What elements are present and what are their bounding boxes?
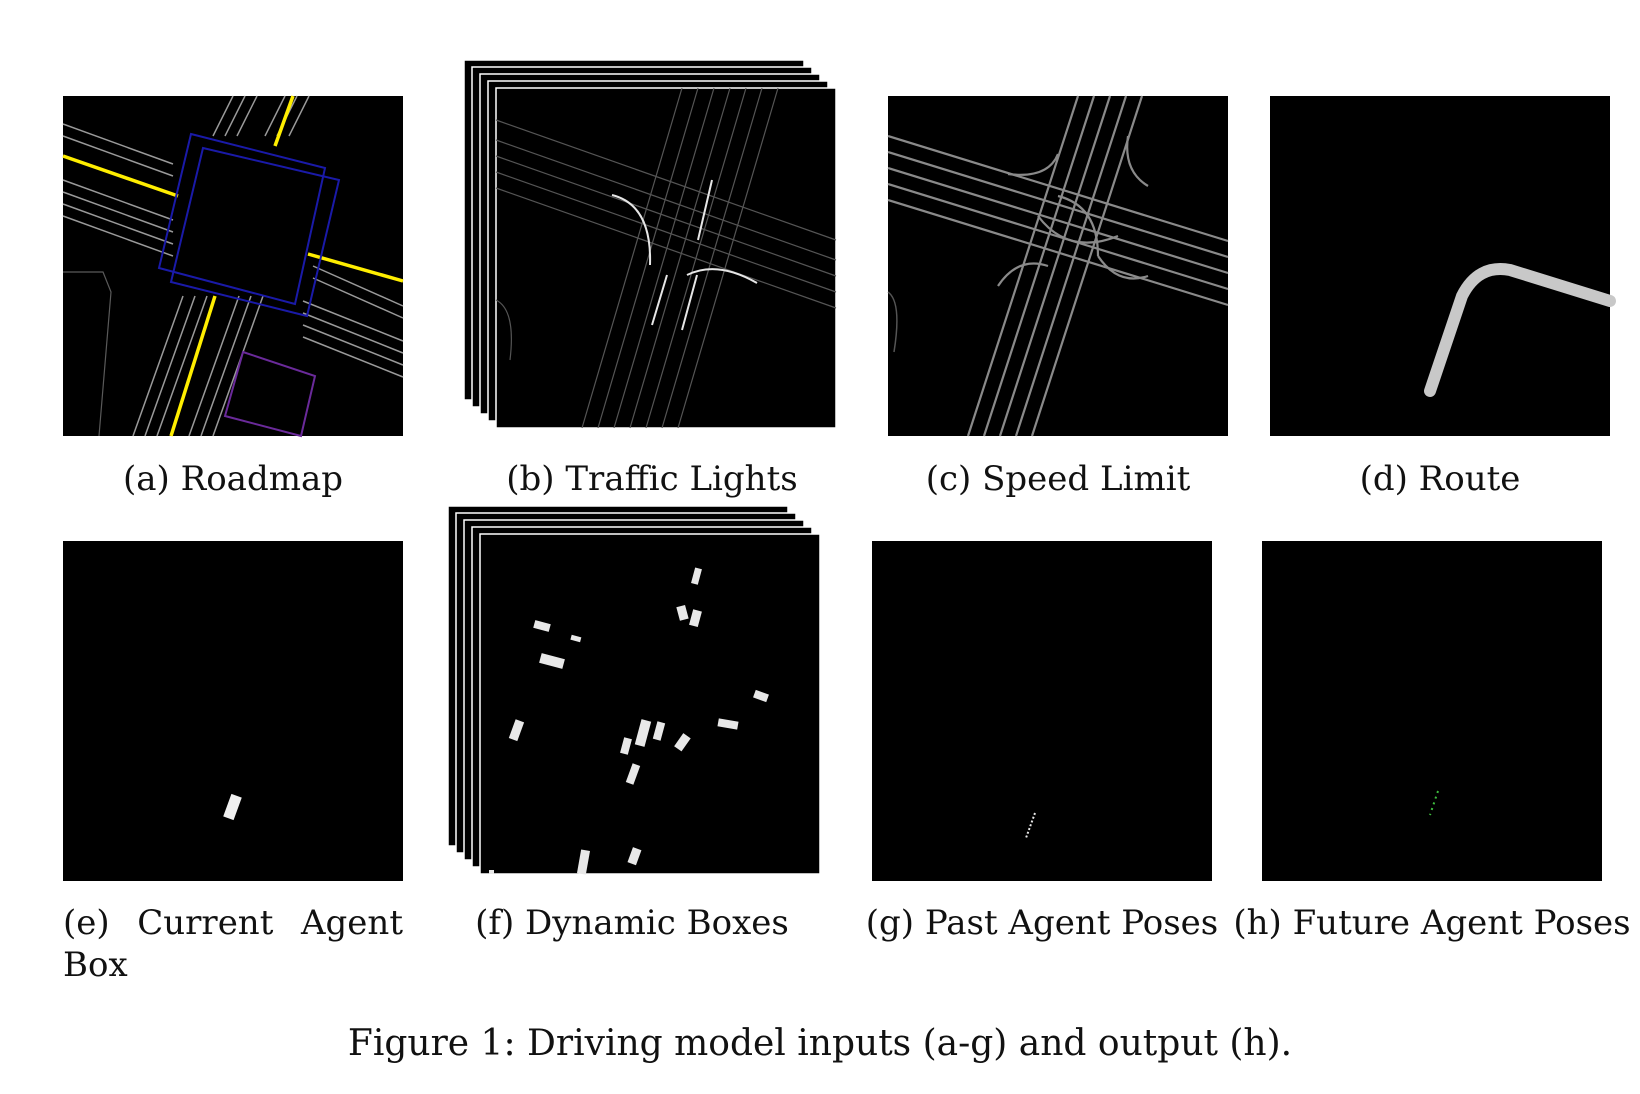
traffic-lights-stack bbox=[463, 59, 837, 429]
roadmap-image bbox=[62, 95, 404, 438]
panel-speed-limit bbox=[887, 95, 1229, 437]
speed-limit-image bbox=[887, 95, 1229, 437]
caption-current-agent-box-line1: (e) Current Agent bbox=[63, 903, 403, 943]
panel-past-agent-poses bbox=[872, 541, 1212, 881]
future-agent-poses-image bbox=[1262, 541, 1602, 881]
panel-roadmap bbox=[62, 95, 404, 438]
dynamic-boxes-stack bbox=[447, 505, 821, 875]
panel-dynamic-boxes bbox=[446, 504, 826, 880]
caption-route: (d) Route bbox=[1359, 459, 1521, 499]
caption-roadmap: (a) Roadmap bbox=[123, 459, 343, 499]
panel-traffic-lights bbox=[462, 59, 842, 436]
caption-dynamic-boxes: (f) Dynamic Boxes bbox=[475, 903, 789, 943]
panel-future-agent-poses bbox=[1262, 541, 1602, 881]
route-image bbox=[1270, 96, 1616, 436]
caption-traffic-lights: (b) Traffic Lights bbox=[506, 459, 798, 499]
caption-speed-limit: (c) Speed Limit bbox=[925, 459, 1191, 499]
figure-caption: Figure 1: Driving model inputs (a-g) and… bbox=[347, 1023, 1293, 1064]
past-agent-poses-image bbox=[872, 541, 1212, 881]
panel-current-agent-box bbox=[63, 541, 403, 881]
caption-current-agent-box-line2: Box bbox=[63, 945, 128, 985]
caption-future-agent-poses: (h) Future Agent Poses bbox=[1233, 903, 1631, 943]
panel-route bbox=[1270, 96, 1616, 436]
caption-past-agent-poses: (g) Past Agent Poses bbox=[865, 903, 1219, 943]
current-agent-box-image bbox=[63, 541, 403, 881]
